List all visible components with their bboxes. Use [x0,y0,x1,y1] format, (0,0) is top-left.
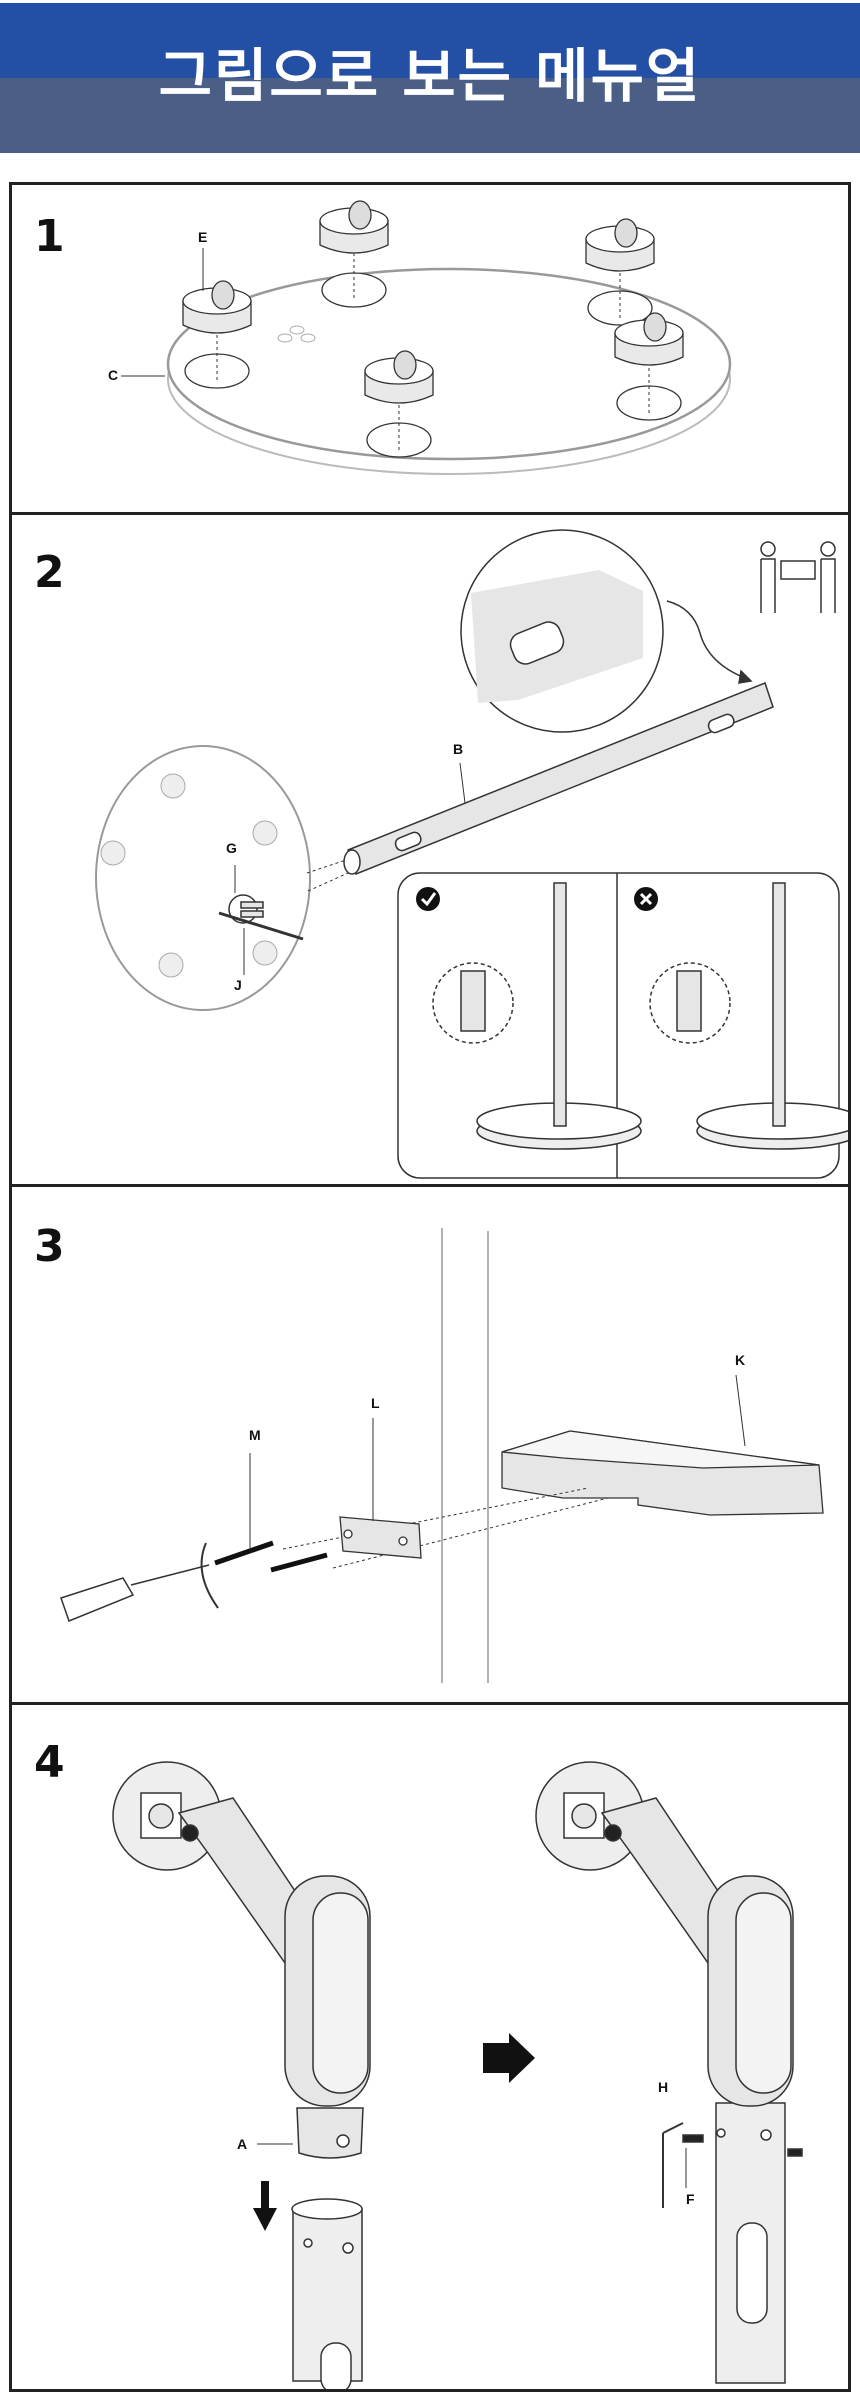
part-label-c: C [108,367,119,383]
part-label-k: K [735,1352,746,1368]
step-2-illustration [95,529,848,1179]
pole-before [291,2198,363,2389]
part-label-g: G [226,840,237,856]
inset-box [397,872,848,1179]
part-label-f: F [686,2191,695,2207]
page-title: 그림으로 보는 메뉴얼 [158,42,702,110]
magnifier-detail [460,529,753,733]
screwdriver [60,1542,219,1622]
step-number: 4 [34,1737,65,1788]
screws-f [662,2122,803,2208]
incorrect-example [649,882,848,1150]
two-person-lift-icon [760,541,836,613]
arm-before [112,1761,371,2159]
plate-l [339,1516,422,1559]
step-4-panel: 4 A H F [9,1702,851,2392]
step-3-panel: 3 K L M [9,1184,851,1708]
right-arrow-icon [483,2033,535,2083]
part-label-b: B [453,741,464,757]
step-number: 2 [34,547,65,598]
arm-after [535,1761,794,2384]
part-label-l: L [371,1395,380,1411]
correct-example [432,882,642,1150]
step-number: 3 [34,1221,65,1272]
banner-bottom-band [0,78,860,153]
step-4-illustration [112,1761,803,2389]
step-1-panel: 1 E C [9,182,851,518]
step-1-illustration [121,200,732,475]
down-arrow-icon [253,2181,277,2231]
part-label-h: H [658,2079,669,2095]
banner-top-band [0,3,860,78]
header-banner: 그림으로 보는 메뉴얼 [0,3,860,153]
step-number: 1 [34,211,65,262]
screws-m [214,1540,328,1573]
part-label-m: M [249,1427,261,1443]
cross-icon [634,887,658,911]
bracket-k [501,1430,824,1516]
part-label-e: E [198,229,208,245]
check-icon [416,887,440,911]
part-label-j: J [234,977,242,993]
tube-b [343,682,774,875]
step-3-illustration [60,1228,824,1683]
caster-group [182,200,684,404]
part-label-a: A [237,2136,248,2152]
step-2-panel: 2 B G J [9,512,851,1190]
